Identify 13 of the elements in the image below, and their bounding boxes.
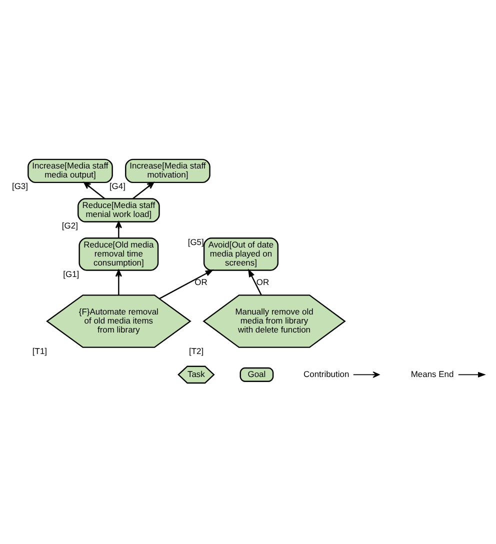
node-label: [G1] [62, 268, 79, 278]
legend-label: Task [186, 368, 204, 378]
node-label: [T2] [188, 346, 204, 356]
legend-label: Goal [247, 368, 266, 378]
node-label: [G3] [11, 180, 28, 191]
node-label: [G5] [187, 236, 204, 246]
edge-label: OR [256, 276, 269, 286]
legend-label: Means End [410, 368, 454, 378]
edge-label: OR [194, 276, 207, 286]
node-label: [G2] [61, 220, 78, 230]
legend-label: Contribution [303, 368, 349, 378]
node-label: [G4] [108, 180, 125, 191]
node-label: [T1] [32, 346, 47, 356]
